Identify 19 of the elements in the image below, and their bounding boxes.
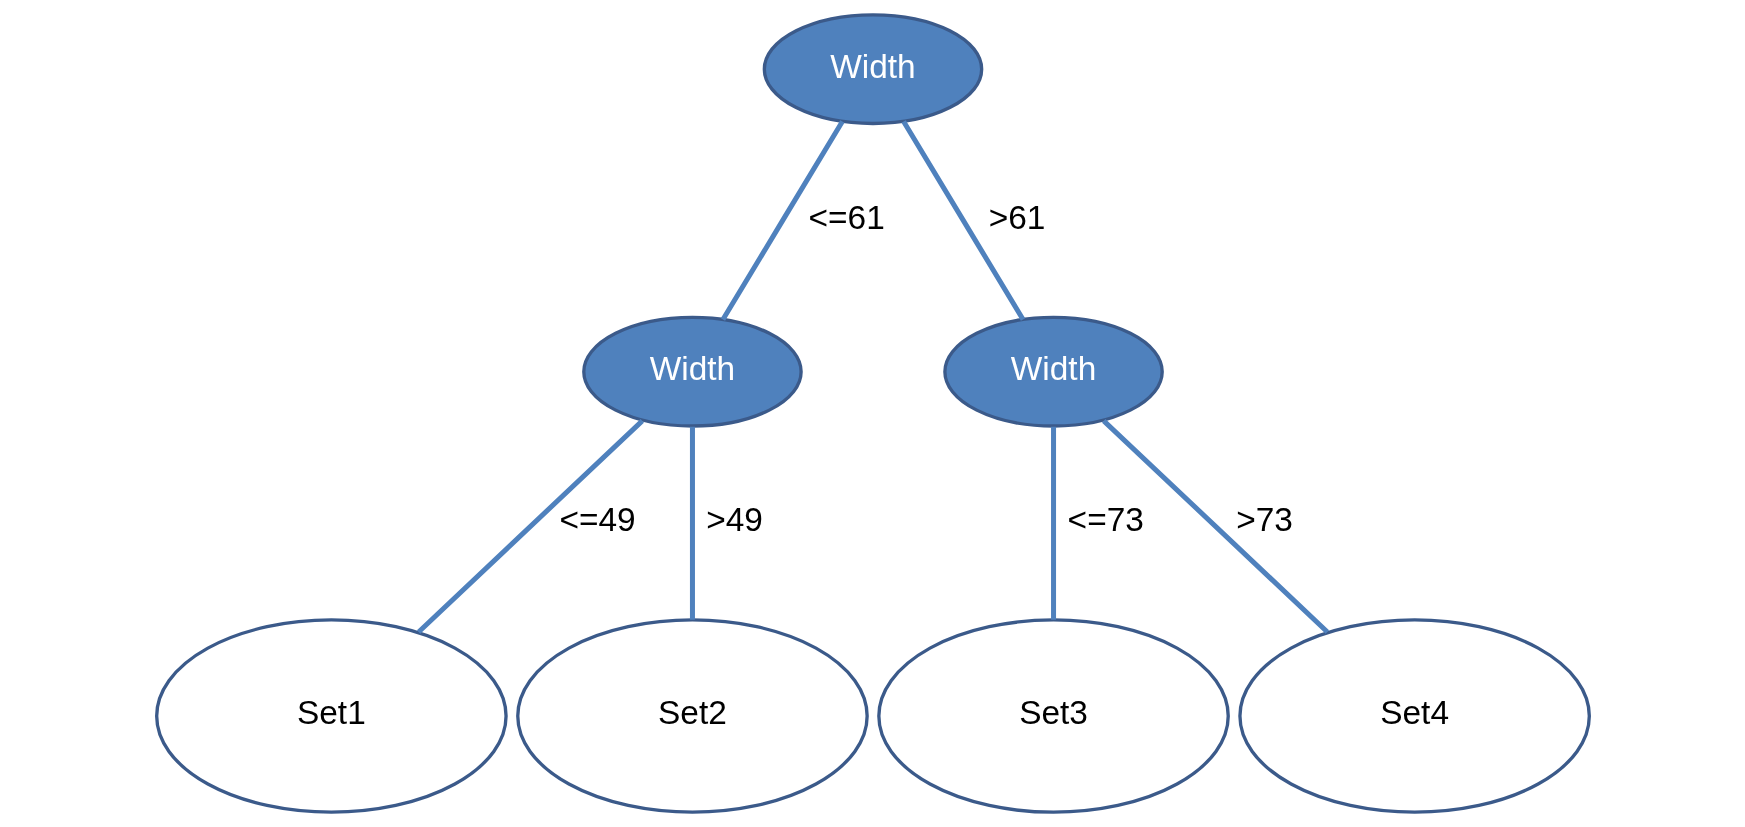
edge-label: >49: [705, 501, 763, 539]
node-ellipse: Set3: [876, 618, 1230, 814]
node-ellipse: Set4: [1237, 618, 1591, 814]
node-ellipse: Width: [762, 13, 983, 126]
connector: [1101, 419, 1329, 634]
connector: [900, 120, 1025, 321]
node-ellipse: Set1: [154, 618, 508, 814]
connector: [1050, 426, 1056, 620]
edge-label: <=73: [1067, 501, 1144, 539]
node-ellipse: Width: [581, 315, 803, 428]
edge-label: >73: [1235, 501, 1293, 539]
node-ellipse: Width: [942, 315, 1164, 428]
node-ellipse: Set2: [515, 618, 869, 814]
connector: [416, 419, 644, 634]
edge-label: <=61: [808, 198, 885, 236]
edge-label: >61: [988, 198, 1045, 236]
edge-label: <=49: [558, 501, 636, 539]
connector: [720, 120, 845, 321]
connector: [689, 426, 695, 620]
